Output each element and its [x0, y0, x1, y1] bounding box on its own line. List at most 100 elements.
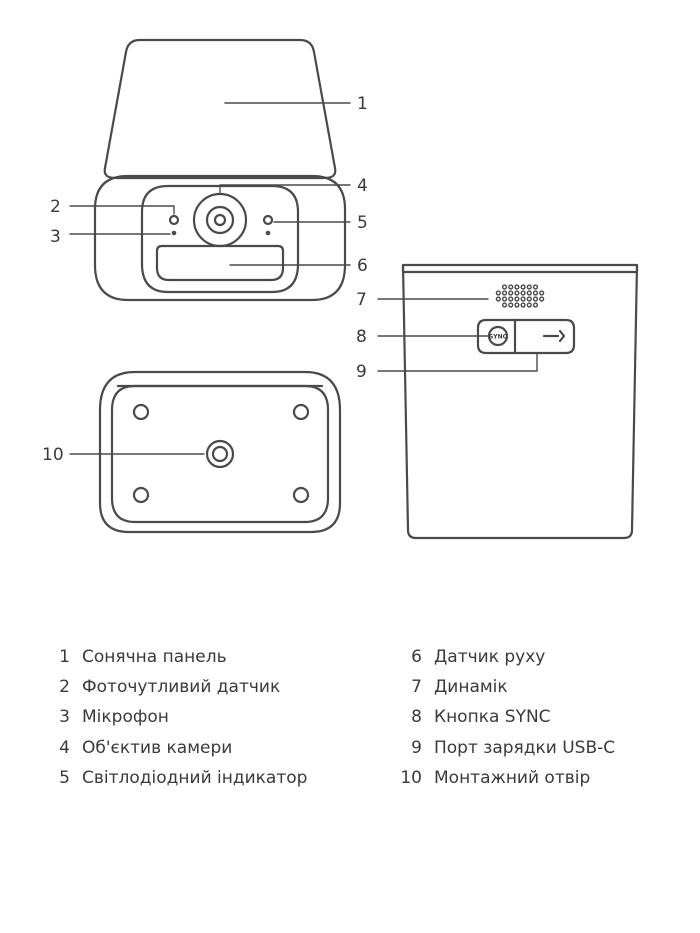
leader-line-9 — [377, 352, 538, 372]
legend-number: 5 — [59, 767, 70, 788]
legend-item: 10 Монтажний отвір — [400, 763, 615, 793]
front-face-plate — [140, 184, 300, 294]
mounting-hole-inner — [211, 445, 229, 463]
legend-item: 4 Об'єктив камери — [56, 733, 307, 763]
speaker-hole — [526, 290, 532, 296]
legend-item: 1 Сонячна панель — [56, 642, 307, 672]
legend-label: Сонячна панель — [82, 647, 227, 667]
side-body — [401, 263, 639, 540]
callout-lines — [69, 102, 538, 455]
callout-1: 1 — [357, 94, 368, 114]
bottom-screw — [292, 486, 310, 504]
speaker-hole — [520, 296, 526, 302]
speaker-hole — [508, 302, 514, 308]
bottom-body — [98, 370, 342, 534]
speaker-hole — [508, 284, 514, 290]
legend-number: 2 — [59, 677, 70, 698]
speaker-hole — [539, 290, 545, 296]
speaker-hole — [520, 290, 526, 296]
callout-6: 6 — [357, 256, 368, 276]
legend-left-column: 1 Сонячна панель 2 Фоточутливий датчик 3… — [56, 642, 307, 793]
speaker-hole — [514, 302, 520, 308]
speaker-hole — [501, 302, 508, 308]
legend-item: 9 Порт зарядки USB-C — [400, 733, 615, 763]
speaker-hole — [514, 296, 520, 302]
legend-right-column: 6 Датчик руху 7 Динамік 8 Кнопка SYNC 9 … — [400, 642, 615, 793]
bottom-screw — [132, 486, 150, 504]
speaker-hole — [495, 290, 501, 296]
legend-number: 4 — [59, 737, 70, 758]
speaker-hole — [539, 296, 545, 302]
bottom-screw — [132, 403, 150, 421]
camera-lens-outer — [192, 192, 248, 248]
speaker-hole — [514, 290, 520, 296]
port-cover — [476, 318, 576, 355]
legend-item: 2 Фоточутливий датчик — [56, 672, 307, 702]
camera-lens-inner — [205, 205, 235, 235]
speaker-hole — [526, 284, 532, 290]
sync-button-label: SYNC — [489, 334, 508, 341]
callout-4: 4 — [357, 176, 368, 196]
speaker-hole — [508, 296, 514, 302]
legend-item: 8 Кнопка SYNC — [400, 702, 615, 732]
legend-label: Датчик руху — [434, 647, 546, 667]
leader-line-2 — [69, 205, 175, 215]
legend-number: 8 — [411, 707, 422, 728]
legend-item: 7 Динамік — [400, 672, 615, 702]
legend-label: Фоточутливий датчик — [82, 677, 281, 698]
legend-item: 5 Світлодіодний індикатор — [56, 763, 307, 793]
legend-item: 6 Датчик руху — [400, 642, 615, 672]
camera-side-view — [401, 263, 639, 540]
camera-lens-core — [213, 213, 227, 227]
speaker-hole — [526, 302, 532, 308]
callout-7: 7 — [356, 290, 367, 310]
speaker-hole — [501, 290, 508, 296]
camera-bottom-view — [98, 370, 342, 534]
legend-label: Динамік — [434, 677, 508, 698]
speaker-hole — [532, 296, 539, 302]
speaker-hole — [526, 296, 532, 302]
side-dot — [265, 230, 271, 236]
speaker-hole — [532, 284, 539, 290]
speaker-hole — [495, 296, 501, 302]
led-indicator — [262, 214, 274, 226]
bottom-plate — [110, 384, 330, 524]
callout-2: 2 — [50, 197, 61, 217]
motion-sensor — [155, 244, 285, 282]
legend-number: 3 — [59, 707, 70, 728]
camera-front-view — [93, 38, 347, 302]
microphone-hole — [171, 230, 177, 236]
speaker-hole — [501, 296, 508, 302]
leader-line-4 — [219, 184, 351, 195]
speaker-hole — [501, 284, 508, 290]
usb-c-port-icon — [542, 329, 566, 343]
speaker-hole — [520, 302, 526, 308]
legend-number: 10 — [400, 767, 422, 788]
callout-9: 9 — [356, 362, 367, 382]
legend-label: Монтажний отвір — [434, 767, 591, 788]
mounting-hole-outer — [205, 439, 235, 469]
speaker-hole — [532, 290, 539, 296]
legend-number: 7 — [411, 677, 422, 698]
light-sensor — [168, 214, 180, 226]
callout-5: 5 — [357, 213, 368, 233]
callout-3: 3 — [50, 227, 61, 247]
legend-label: Порт зарядки USB-C — [434, 737, 616, 758]
bottom-screw — [292, 403, 310, 421]
camera-body — [93, 174, 347, 302]
legend-number: 6 — [411, 647, 422, 667]
legend-item: 3 Мікрофон — [56, 702, 307, 732]
speaker-hole — [508, 290, 514, 296]
callout-10: 10 — [42, 445, 64, 465]
legend-number: 9 — [411, 737, 422, 758]
camera-diagram: SYNC 1 2 3 4 5 6 7 8 9 10 — [42, 38, 639, 540]
solar-panel — [103, 38, 337, 180]
speaker-grille — [495, 284, 545, 308]
legend-label: Мікрофон — [82, 707, 169, 728]
speaker-hole — [514, 284, 520, 290]
speaker-hole — [520, 284, 526, 290]
legend-label: Світлодіодний індикатор — [82, 767, 308, 788]
legend-label: Кнопка SYNC — [434, 707, 551, 728]
callout-8: 8 — [356, 327, 367, 347]
legend-number: 1 — [59, 647, 70, 667]
